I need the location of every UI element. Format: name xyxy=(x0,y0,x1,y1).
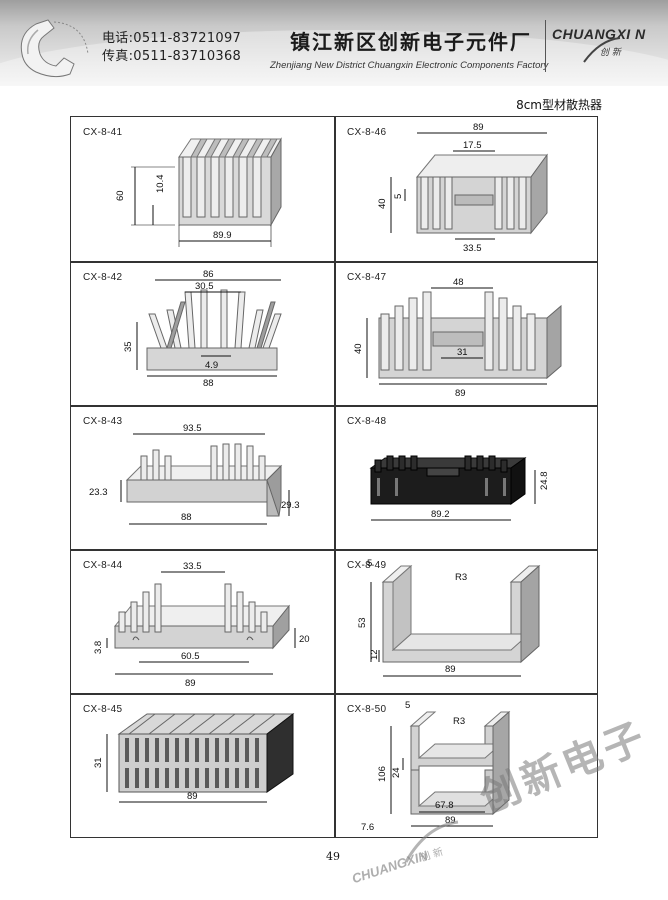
dim-label: 20 xyxy=(299,634,310,645)
brand-swoosh-icon xyxy=(583,37,621,63)
product-cell-cx-8-42: CX-8-42 86 30.5 35 4.9 88 xyxy=(71,262,334,406)
dim-label: 31 xyxy=(457,347,468,358)
dim-label: 89.2 xyxy=(431,509,450,520)
phone-line: 电话:0511-83721097 xyxy=(102,31,242,46)
dim-label: 4.9 xyxy=(205,360,218,371)
dim-label: 23.3 xyxy=(89,487,108,498)
dim-label: 89 xyxy=(445,664,456,675)
company-name-cn: 镇江新区创新电子元件厂 xyxy=(290,30,532,54)
contact-info: 电话:0511-83721097 传真:0511-83710368 xyxy=(102,30,241,66)
heatsink-drawing-cx-8-46: 89 17.5 40 5 33.5 xyxy=(377,122,548,254)
watermark-swoosh-icon xyxy=(404,820,459,863)
brand-logo: CHUANGXI N xyxy=(552,26,646,42)
dim-label: R3 xyxy=(453,716,465,727)
dim-label: 89 xyxy=(185,678,196,689)
product-code: CX-8-44 xyxy=(83,560,123,571)
dim-label: 33.5 xyxy=(183,561,202,572)
grid-divider-vertical xyxy=(334,117,336,837)
dim-label: 30.5 xyxy=(195,281,214,292)
dim-label: 10.4 xyxy=(155,175,166,194)
dim-label: 40 xyxy=(353,343,364,354)
product-cell-cx-8-46: CX-8-46 89 17.5 40 5 33.5 xyxy=(335,117,598,261)
product-grid: CX-8-41 60 10.4 89.9 xyxy=(70,116,598,838)
dim-label: 33.5 xyxy=(463,243,482,254)
dim-label: 5 xyxy=(405,700,410,711)
dim-label: 89 xyxy=(187,791,198,802)
dim-label: 88 xyxy=(181,512,192,523)
dim-label: 35 xyxy=(123,341,134,352)
heatsink-drawing-cx-8-43: 93.5 23.3 29.3 88 xyxy=(89,423,300,525)
header-divider xyxy=(545,20,546,72)
dim-label: 29.3 xyxy=(281,500,300,511)
header-band: 电话:0511-83721097 传真:0511-83710368 镇江新区创新… xyxy=(0,0,668,86)
dim-label: 40 xyxy=(377,198,388,209)
dim-label: 89 xyxy=(473,122,484,133)
grid-divider-horizontal xyxy=(71,693,597,695)
dim-label: 3.8 xyxy=(93,641,104,654)
dim-label: 7.6 xyxy=(361,822,374,833)
product-cell-cx-8-50: CX-8-50 5 R3 106 24 67.8 7.6 89 xyxy=(335,694,598,838)
heatsink-drawing-cx-8-44: 33.5 3.8 20 60.5 89 xyxy=(93,561,310,689)
dim-label: 60.5 xyxy=(181,651,200,662)
dim-label: 86 xyxy=(203,269,214,280)
product-code: CX-8-47 xyxy=(347,272,387,283)
heatsink-drawing-cx-8-42: 86 30.5 35 4.9 88 xyxy=(123,269,282,389)
dim-label: 53 xyxy=(357,617,368,628)
grid-divider-horizontal xyxy=(71,549,597,551)
fax-line: 传真:0511-83710368 xyxy=(102,49,242,64)
brand-subtitle: 创 新 xyxy=(600,48,621,58)
product-code: CX-8-45 xyxy=(83,704,123,715)
dim-label: R3 xyxy=(455,572,467,583)
page-number: 49 xyxy=(326,850,340,863)
company-name-en: Zhenjiang New District Chuangxin Electro… xyxy=(270,60,549,71)
heatsink-drawing-cx-8-48: 24.8 89.2 xyxy=(369,455,550,521)
product-code: CX-8-41 xyxy=(83,127,123,138)
dim-label: 89 xyxy=(455,388,466,399)
dim-label: 24.8 xyxy=(539,472,550,491)
heatsink-drawing-cx-8-45: 31 89 xyxy=(93,712,295,803)
dim-label: 93.5 xyxy=(183,423,202,434)
heatsink-drawing-cx-8-47: 48 40 31 89 xyxy=(353,277,562,399)
dim-label: 88 xyxy=(203,378,214,389)
heatsink-drawing-cx-8-41: 60 10.4 89.9 xyxy=(115,137,282,247)
dim-label: 60 xyxy=(115,190,126,201)
dim-label: 106 xyxy=(377,766,388,782)
product-code: CX-8-48 xyxy=(347,416,387,427)
dim-label: 17.5 xyxy=(463,140,482,151)
dim-label: 48 xyxy=(453,277,464,288)
product-cell-cx-8-45: CX-8-45 xyxy=(71,694,334,838)
dim-label: 12 xyxy=(369,649,380,660)
product-code: CX-8-49 xyxy=(347,560,387,571)
grid-divider-horizontal xyxy=(71,405,597,407)
dim-label: 89 xyxy=(445,815,456,826)
heatsink-drawing-cx-8-50: 5 R3 106 24 67.8 7.6 89 xyxy=(361,700,511,833)
product-cell-cx-8-44: CX-8-44 33.5 3.8 20 60.5 89 xyxy=(71,550,334,694)
product-code: CX-8-43 xyxy=(83,416,123,427)
product-code: CX-8-46 xyxy=(347,127,387,138)
telephone-icon xyxy=(20,19,89,78)
dim-label: 5 xyxy=(367,558,372,569)
dim-label: 89.9 xyxy=(213,230,232,241)
dim-label: 31 xyxy=(93,757,104,768)
product-code: CX-8-42 xyxy=(83,272,123,283)
dim-label: 24 xyxy=(391,767,402,778)
dim-label: 67.8 xyxy=(435,800,454,811)
heatsink-drawing-cx-8-49: 5 R3 53 12 89 xyxy=(357,558,541,677)
product-cell-cx-8-43: CX-8-43 93.5 23.3 29.3 88 xyxy=(71,406,334,550)
product-cell-cx-8-49: CX-8-49 5 R3 53 12 89 xyxy=(335,550,598,694)
product-cell-cx-8-41: CX-8-41 60 10.4 89.9 xyxy=(71,117,334,261)
grid-divider-horizontal xyxy=(71,261,597,263)
page-heading: 8cm型材散热器 xyxy=(516,98,602,112)
dim-label: 5 xyxy=(393,194,404,199)
product-code: CX-8-50 xyxy=(347,704,387,715)
product-cell-cx-8-47: CX-8-47 48 40 31 89 xyxy=(335,262,598,406)
product-cell-cx-8-48: CX-8-48 24.8 89.2 xyxy=(335,406,598,550)
